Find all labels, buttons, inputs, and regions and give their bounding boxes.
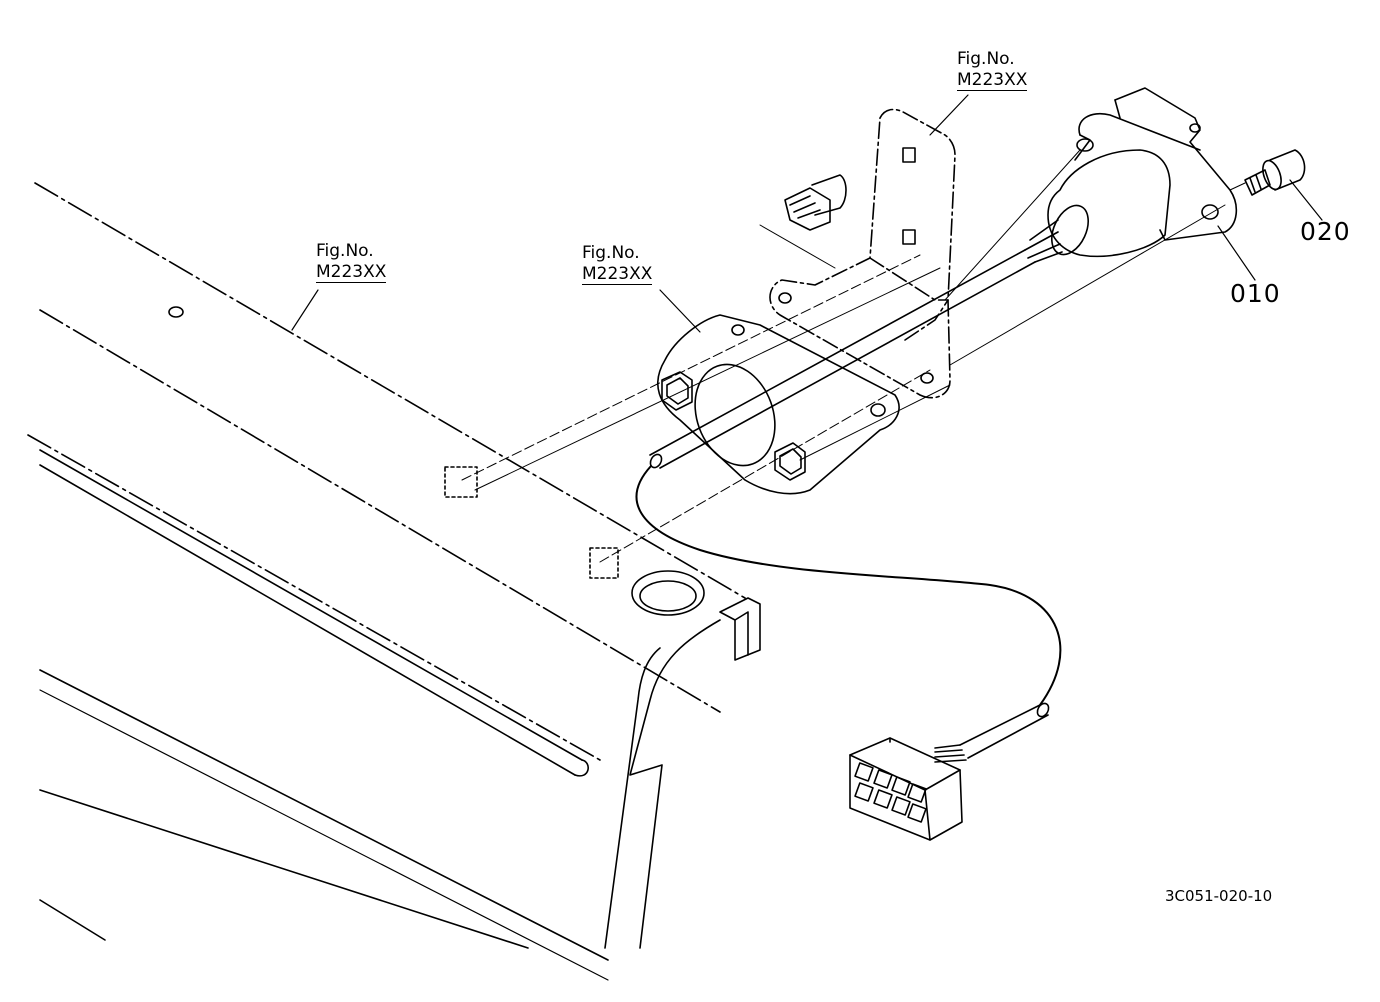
fig-code: M223XX <box>316 262 387 283</box>
fig-label: Fig.No. <box>582 243 640 263</box>
mounting-bracket <box>769 108 956 399</box>
chassis-frame <box>27 182 761 981</box>
part-number-020: 020 <box>1300 217 1351 246</box>
assembly-lines <box>461 149 1246 563</box>
gasket-plate <box>656 314 900 495</box>
bracket-holes <box>778 147 934 384</box>
sensor-cable <box>635 249 1062 763</box>
part-number-010: 010 <box>1230 279 1281 308</box>
screw-020 <box>1244 149 1306 196</box>
fig-reference-frame: Fig.No. M223XX <box>316 241 387 283</box>
fig-code: M223XX <box>957 70 1028 91</box>
bracket-screw <box>784 174 847 231</box>
fig-code: M223XX <box>582 264 653 285</box>
fig-label: Fig.No. <box>316 241 374 261</box>
leader-lines <box>291 94 1323 333</box>
fig-reference-gasket: Fig.No. M223XX <box>582 243 653 285</box>
sensor-010 <box>1024 87 1238 263</box>
figure-id: 3C051-020-10 <box>1165 887 1273 905</box>
fig-label: Fig.No. <box>957 49 1015 69</box>
harness-connector <box>849 737 963 841</box>
fig-reference-bracket: Fig.No. M223XX <box>957 49 1028 91</box>
